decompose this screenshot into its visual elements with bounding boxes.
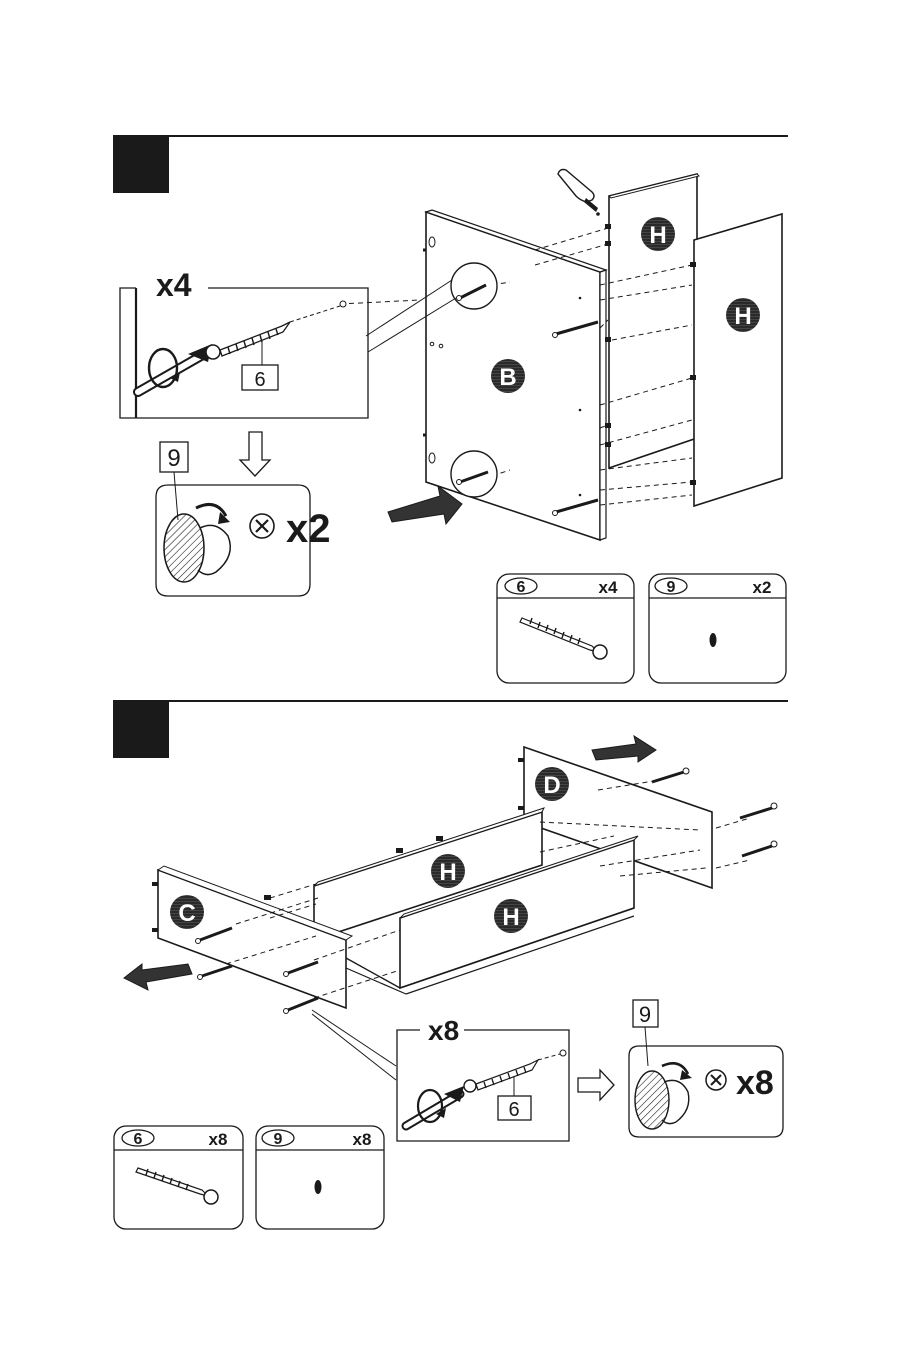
push-arrow-icon — [388, 486, 462, 524]
screw-icon — [206, 322, 290, 359]
push-arrow-rear-icon — [592, 736, 656, 762]
parts-box-step1-screw: 6 x4 — [497, 574, 634, 683]
panel-h-rear-label: H — [734, 303, 751, 330]
part-quantity: x2 — [753, 578, 772, 597]
part-quantity: x8 — [209, 1130, 228, 1149]
screw-icon — [464, 1060, 538, 1092]
arrow-down-icon — [240, 432, 270, 476]
step-2: D H H C — [113, 700, 788, 1229]
screw-callout-label: 6 — [254, 369, 265, 391]
parts-box-step1-cap: 9 x2 — [649, 574, 786, 683]
part-number: 9 — [667, 579, 676, 596]
panel-b: B — [423, 210, 606, 540]
panel-h-front-label: H — [649, 222, 666, 249]
panel-h-bottom-label: H — [502, 904, 519, 931]
part-quantity: x4 — [599, 578, 618, 597]
screw-multiplier-step1: x4 — [156, 267, 192, 303]
cap-multiplier-step2: x8 — [736, 1064, 774, 1102]
zoom-line-top — [312, 1010, 396, 1066]
step-1-marker — [113, 135, 169, 193]
step-1: B H H — [113, 135, 788, 683]
screw-callout-label: 6 — [508, 1099, 519, 1121]
panel-h-rear: H — [694, 214, 782, 506]
cap-icon — [315, 1180, 322, 1194]
part-number: 6 — [134, 1131, 143, 1148]
screwdriver-icon — [406, 1086, 464, 1126]
part-quantity: x8 — [353, 1130, 372, 1149]
screw-detail-step1: x4 6 — [120, 267, 368, 418]
glue-bottle-icon — [558, 170, 600, 216]
screw-b-bottom — [451, 451, 497, 497]
push-arrow-front-icon — [124, 964, 192, 990]
arrow-right-icon — [578, 1070, 614, 1100]
cap-multiplier-step1: x2 — [286, 507, 331, 551]
cap-detail-step1: 9 x2 — [156, 442, 331, 596]
screwdriver-icon — [138, 344, 212, 392]
screw-b-top — [451, 263, 497, 309]
panel-h-back-label: H — [439, 859, 456, 886]
screw-multiplier-step2: x8 — [428, 1015, 459, 1046]
cap-icon — [635, 1071, 669, 1129]
cap-callout-label: 9 — [167, 445, 180, 472]
zoom-line-bottom — [312, 1014, 396, 1080]
step-2-marker — [113, 700, 169, 758]
panel-h-front: H — [609, 174, 699, 468]
cap-icon — [710, 633, 717, 647]
parts-box-step2-cap: 9 x8 — [256, 1126, 384, 1229]
screw-detail-step2: x8 6 — [397, 1015, 569, 1141]
cap-icon — [164, 514, 204, 582]
part-number: 6 — [517, 579, 526, 596]
cap-callout-label: 9 — [639, 1002, 651, 1027]
parts-box-step2-screw: 6 x8 — [114, 1126, 243, 1229]
part-number: 9 — [274, 1131, 283, 1148]
panel-c-label: C — [178, 900, 195, 927]
panel-b-label: B — [499, 364, 516, 391]
panel-d-label: D — [543, 772, 560, 799]
cap-detail-step2: 9 x8 — [629, 1000, 783, 1137]
